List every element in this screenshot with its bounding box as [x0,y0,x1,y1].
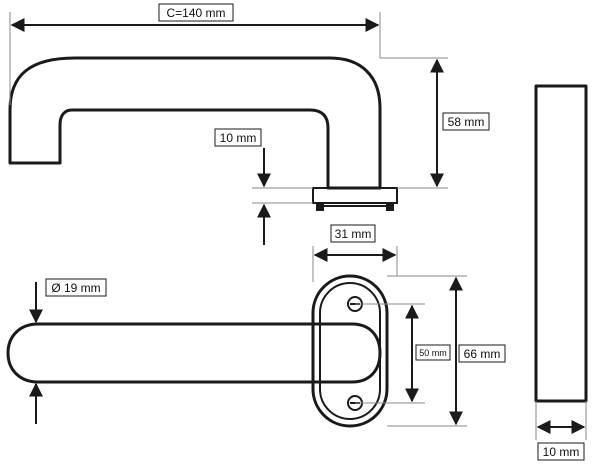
top-rose-plate [312,187,398,211]
dimension-length-label: C=140 mm [166,6,225,20]
dimension-rose-height: 66 mm [387,275,506,427]
side-profile [534,84,588,403]
front-handle-grip [6,322,382,384]
dimension-height: 58 mm [380,57,490,189]
dimension-side-thickness: 10 mm [535,401,587,461]
dimension-rose-width-label: 31 mm [335,227,372,241]
dimension-rose-thickness-label: 10 mm [220,131,257,145]
dimension-height-label: 58 mm [448,115,485,129]
dimension-grip-diameter: Ø 19 mm [29,278,107,424]
dimension-screw-spacing: 50 mm [355,303,451,404]
dimension-side-thickness-label: 10 mm [543,445,580,459]
dimension-rose-width: 31 mm [312,224,398,282]
top-handle-profile [8,56,382,190]
dimension-grip-diameter-label: Ø 19 mm [51,281,100,295]
dimension-screw-spacing-label: 50 mm [419,348,447,358]
dimension-rose-thickness: 10 mm [214,128,313,245]
dimension-rose-height-label: 66 mm [464,347,501,361]
dimension-length: C=140 mm [9,3,381,105]
